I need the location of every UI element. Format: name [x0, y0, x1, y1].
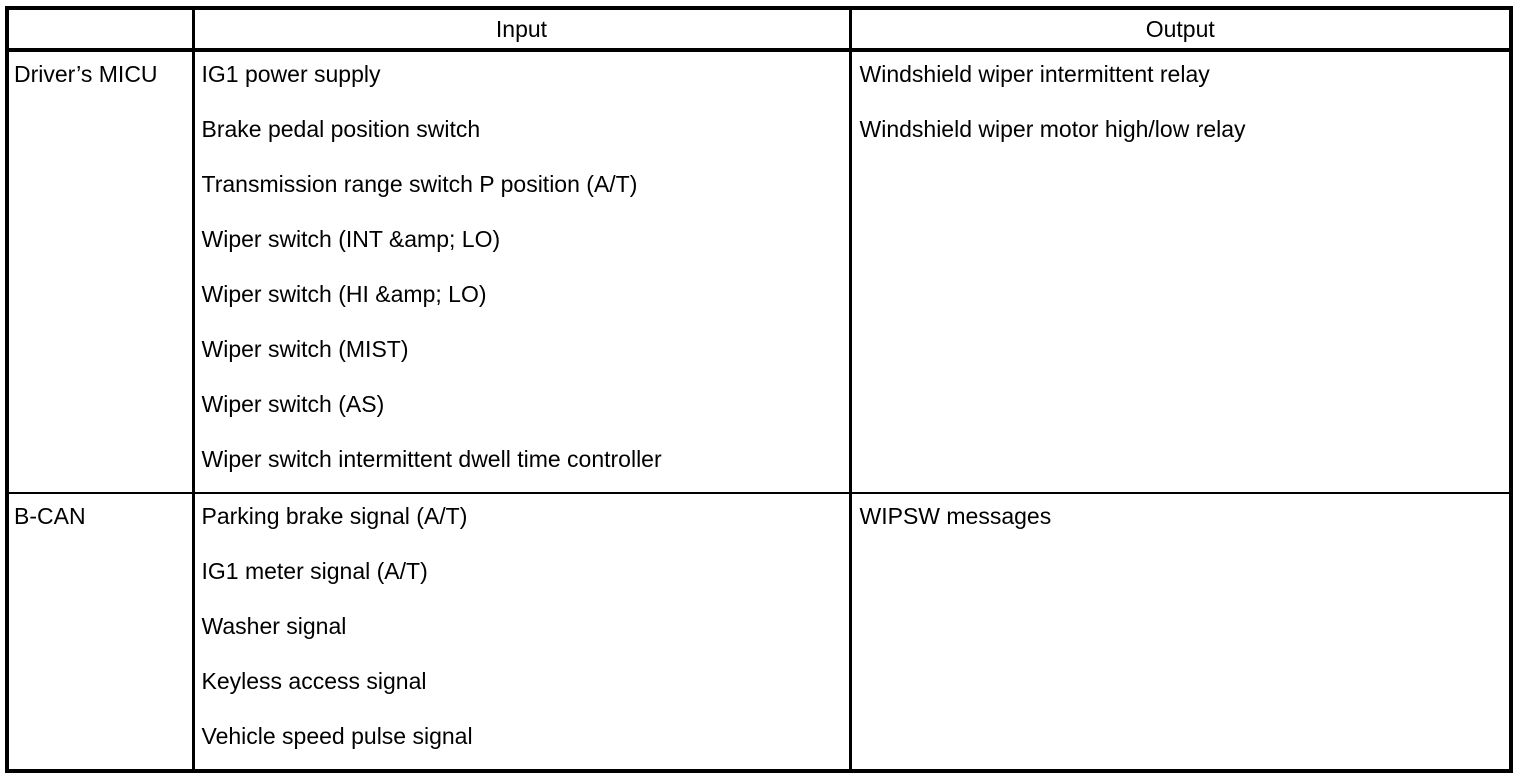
column-header-input: Input — [193, 8, 852, 52]
output-cell-bcan: WIPSW messages — [850, 493, 1511, 771]
input-list-micu: IG1 power supply Brake pedal position sw… — [195, 52, 849, 492]
output-list-micu: Windshield wiper intermittent relay Wind… — [852, 52, 1510, 162]
document-page: Input Output Driver’s MICU IG1 power sup… — [5, 6, 1513, 773]
input-cell-bcan: Parking brake signal (A/T) IG1 meter sig… — [193, 493, 852, 771]
list-item: IG1 meter signal (A/T) — [201, 558, 428, 584]
output-list-bcan: WIPSW messages — [852, 494, 1510, 549]
list-item: Parking brake signal (A/T) — [201, 503, 468, 529]
table-row: B-CAN Parking brake signal (A/T) IG1 met… — [7, 493, 1511, 771]
module-label-micu: Driver’s MICU — [14, 61, 158, 87]
table-row: Driver’s MICU IG1 power supply Brake ped… — [7, 50, 1511, 494]
table-body: Driver’s MICU IG1 power supply Brake ped… — [7, 50, 1511, 771]
list-item: Washer signal — [201, 613, 347, 639]
list-item: Wiper switch (AS) — [201, 391, 385, 417]
table-header-row: Input Output — [7, 8, 1511, 52]
list-item: Transmission range switch P position (A/… — [201, 171, 638, 197]
list-item: Vehicle speed pulse signal — [201, 723, 473, 749]
list-item: Wiper switch (INT &amp; LO) — [201, 226, 501, 252]
list-item: Windshield wiper intermittent relay — [859, 61, 1210, 87]
list-item: Wiper switch intermittent dwell time con… — [201, 446, 662, 472]
list-item: Keyless access signal — [201, 668, 427, 694]
output-cell-micu: Windshield wiper intermittent relay Wind… — [850, 50, 1511, 494]
input-cell-micu: IG1 power supply Brake pedal position sw… — [193, 50, 852, 494]
list-item: WIPSW messages — [859, 503, 1052, 529]
module-cell-micu: Driver’s MICU — [7, 50, 195, 494]
list-item: Windshield wiper motor high/low relay — [859, 116, 1246, 142]
column-header-output: Output — [850, 8, 1511, 52]
input-output-table: Input Output Driver’s MICU IG1 power sup… — [5, 6, 1513, 773]
module-label-bcan: B-CAN — [14, 503, 86, 529]
table-header: Input Output — [7, 8, 1511, 52]
module-cell-bcan: B-CAN — [7, 493, 195, 771]
list-item: IG1 power supply — [201, 61, 381, 87]
list-item: Brake pedal position switch — [201, 116, 481, 142]
list-item: Wiper switch (HI &amp; LO) — [201, 281, 487, 307]
list-item: Wiper switch (MIST) — [201, 336, 409, 362]
column-header-module — [7, 8, 195, 52]
